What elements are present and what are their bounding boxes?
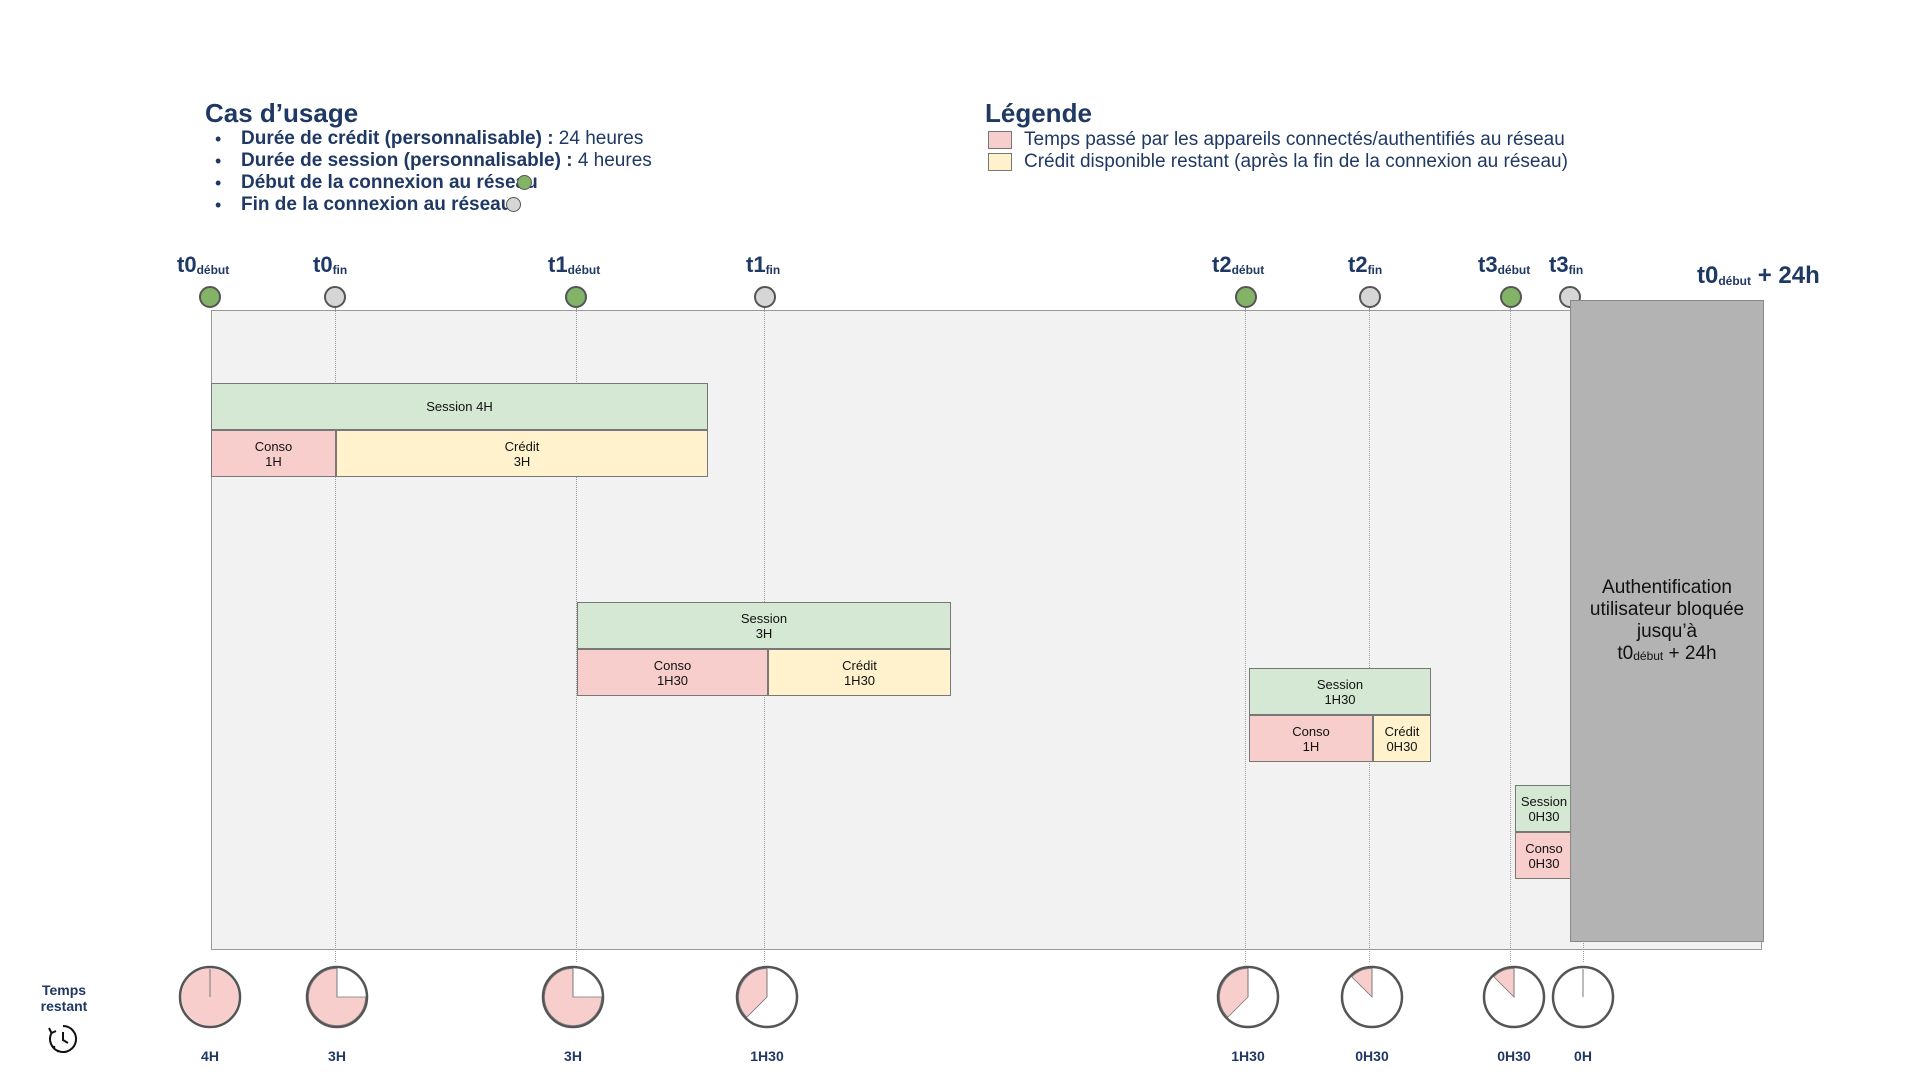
blocked-until: t0début + 24h (1617, 642, 1717, 664)
timeline-label-t2-debut: t2début (1212, 252, 1265, 277)
legend-label: Temps passé par les appareils connectés/… (1024, 129, 1565, 150)
legend-swatch (988, 130, 1012, 149)
session-block: Session 0H30 (1515, 785, 1573, 832)
usecase-list: Durée de crédit (personnalisable) : 24 h… (205, 128, 652, 216)
usecase-item-value: 24 heures (553, 128, 644, 149)
remaining-clock-fill (308, 968, 366, 1026)
remaining-clock-label: 0H (1574, 1048, 1592, 1064)
clock-timer-icon (48, 1025, 78, 1053)
remaining-clock-icon (1482, 965, 1546, 1029)
usecase-item: Début de la connexion au réseau (205, 172, 652, 194)
usecase-item-value: 4 heures (572, 150, 652, 171)
usecase-item-key: Durée de session (personnalisable) : (241, 150, 573, 171)
credit-block: Crédit 1H30 (768, 649, 951, 696)
remaining-clock-icon (1551, 965, 1615, 1029)
timeline-label-end: t0début + 24h (1697, 262, 1820, 289)
remaining-clock-fill (1351, 968, 1373, 998)
remaining-clock-icon (1340, 965, 1404, 1029)
conso-block: Conso 1H (211, 430, 336, 477)
legend-label: Crédit disponible restant (après la fin … (1024, 151, 1568, 172)
start-marker-icon (1500, 286, 1522, 308)
legend-title: Légende (985, 98, 1092, 128)
remaining-clock-fill (738, 968, 768, 1018)
start-marker-icon (516, 175, 532, 191)
remaining-clock-icon (178, 965, 242, 1029)
usecase-item-key: Fin de la connexion au réseau (241, 194, 513, 215)
end-marker-icon (324, 286, 346, 308)
credit-block: Crédit 0H30 (1373, 715, 1431, 762)
timeline-label-t3-debut: t3début (1478, 252, 1531, 277)
remaining-clock-fill (1493, 968, 1515, 998)
blocked-text: Authentification (1602, 576, 1732, 598)
guide-line (1245, 308, 1246, 962)
remaining-clock-icon (1216, 965, 1280, 1029)
remaining-clock-fill (1219, 968, 1249, 1018)
guide-line (335, 308, 336, 962)
guide-line (576, 308, 577, 962)
legend-item-conso: Temps passé par les appareils connectés/… (988, 129, 1565, 151)
usecase-item: Fin de la connexion au réseau (205, 194, 652, 216)
remaining-clock-icon (541, 965, 605, 1029)
session-block: Session 3H (577, 602, 951, 649)
end-marker-icon (505, 197, 521, 213)
remaining-time-label: Temps restant (40, 982, 88, 1014)
remaining-clock-label: 4H (201, 1048, 219, 1064)
usecase-item-key: Début de la connexion au réseau (241, 172, 538, 193)
start-marker-icon (199, 286, 221, 308)
usecase-item-key: Durée de crédit (personnalisable) : (241, 128, 554, 149)
timeline-label-t1-debut: t1début (548, 252, 601, 277)
blocked-auth-area: Authentification utilisateur bloquée jus… (1570, 300, 1764, 942)
conso-block: Conso 0H30 (1515, 832, 1573, 879)
end-marker-icon (754, 286, 776, 308)
remaining-clock-label: 0H30 (1497, 1048, 1531, 1064)
guide-line (1369, 308, 1370, 962)
end-marker-icon (1359, 286, 1381, 308)
remaining-clock-label: 0H30 (1355, 1048, 1389, 1064)
blocked-text: utilisateur bloquée (1589, 598, 1745, 620)
timeline-label-t1-fin: t1fin (746, 252, 781, 277)
remaining-clock-label: 1H30 (750, 1048, 784, 1064)
usecase-item: Durée de session (personnalisable) : 4 h… (205, 150, 652, 172)
timeline-label-t2-fin: t2fin (1348, 252, 1383, 277)
remaining-clock-icon (305, 965, 369, 1029)
remaining-clock-icon (735, 965, 799, 1029)
blocked-text: jusqu’à (1636, 620, 1698, 642)
timeline-label-t3-fin: t3fin (1549, 252, 1584, 277)
session-block: Session 1H30 (1249, 668, 1431, 715)
start-marker-icon (565, 286, 587, 308)
session-block: Session 4H (211, 383, 708, 430)
usecase-item: Durée de crédit (personnalisable) : 24 h… (205, 128, 652, 150)
legend-swatch (988, 152, 1012, 171)
start-marker-icon (1235, 286, 1257, 308)
timeline-label-t0-fin: t0fin (313, 252, 348, 277)
guide-line (1510, 308, 1511, 962)
conso-block: Conso 1H30 (577, 649, 768, 696)
remaining-clock-label: 1H30 (1231, 1048, 1265, 1064)
credit-block: Crédit 3H (336, 430, 708, 477)
timeline-label-t0-debut: t0début (177, 252, 230, 277)
remaining-clock-label: 3H (564, 1048, 582, 1064)
conso-block: Conso 1H (1249, 715, 1373, 762)
legend-item-credit: Crédit disponible restant (après la fin … (988, 151, 1568, 173)
usecase-title: Cas d’usage (205, 98, 359, 128)
remaining-clock-label: 3H (328, 1048, 346, 1064)
remaining-clock-fill (544, 968, 602, 1026)
